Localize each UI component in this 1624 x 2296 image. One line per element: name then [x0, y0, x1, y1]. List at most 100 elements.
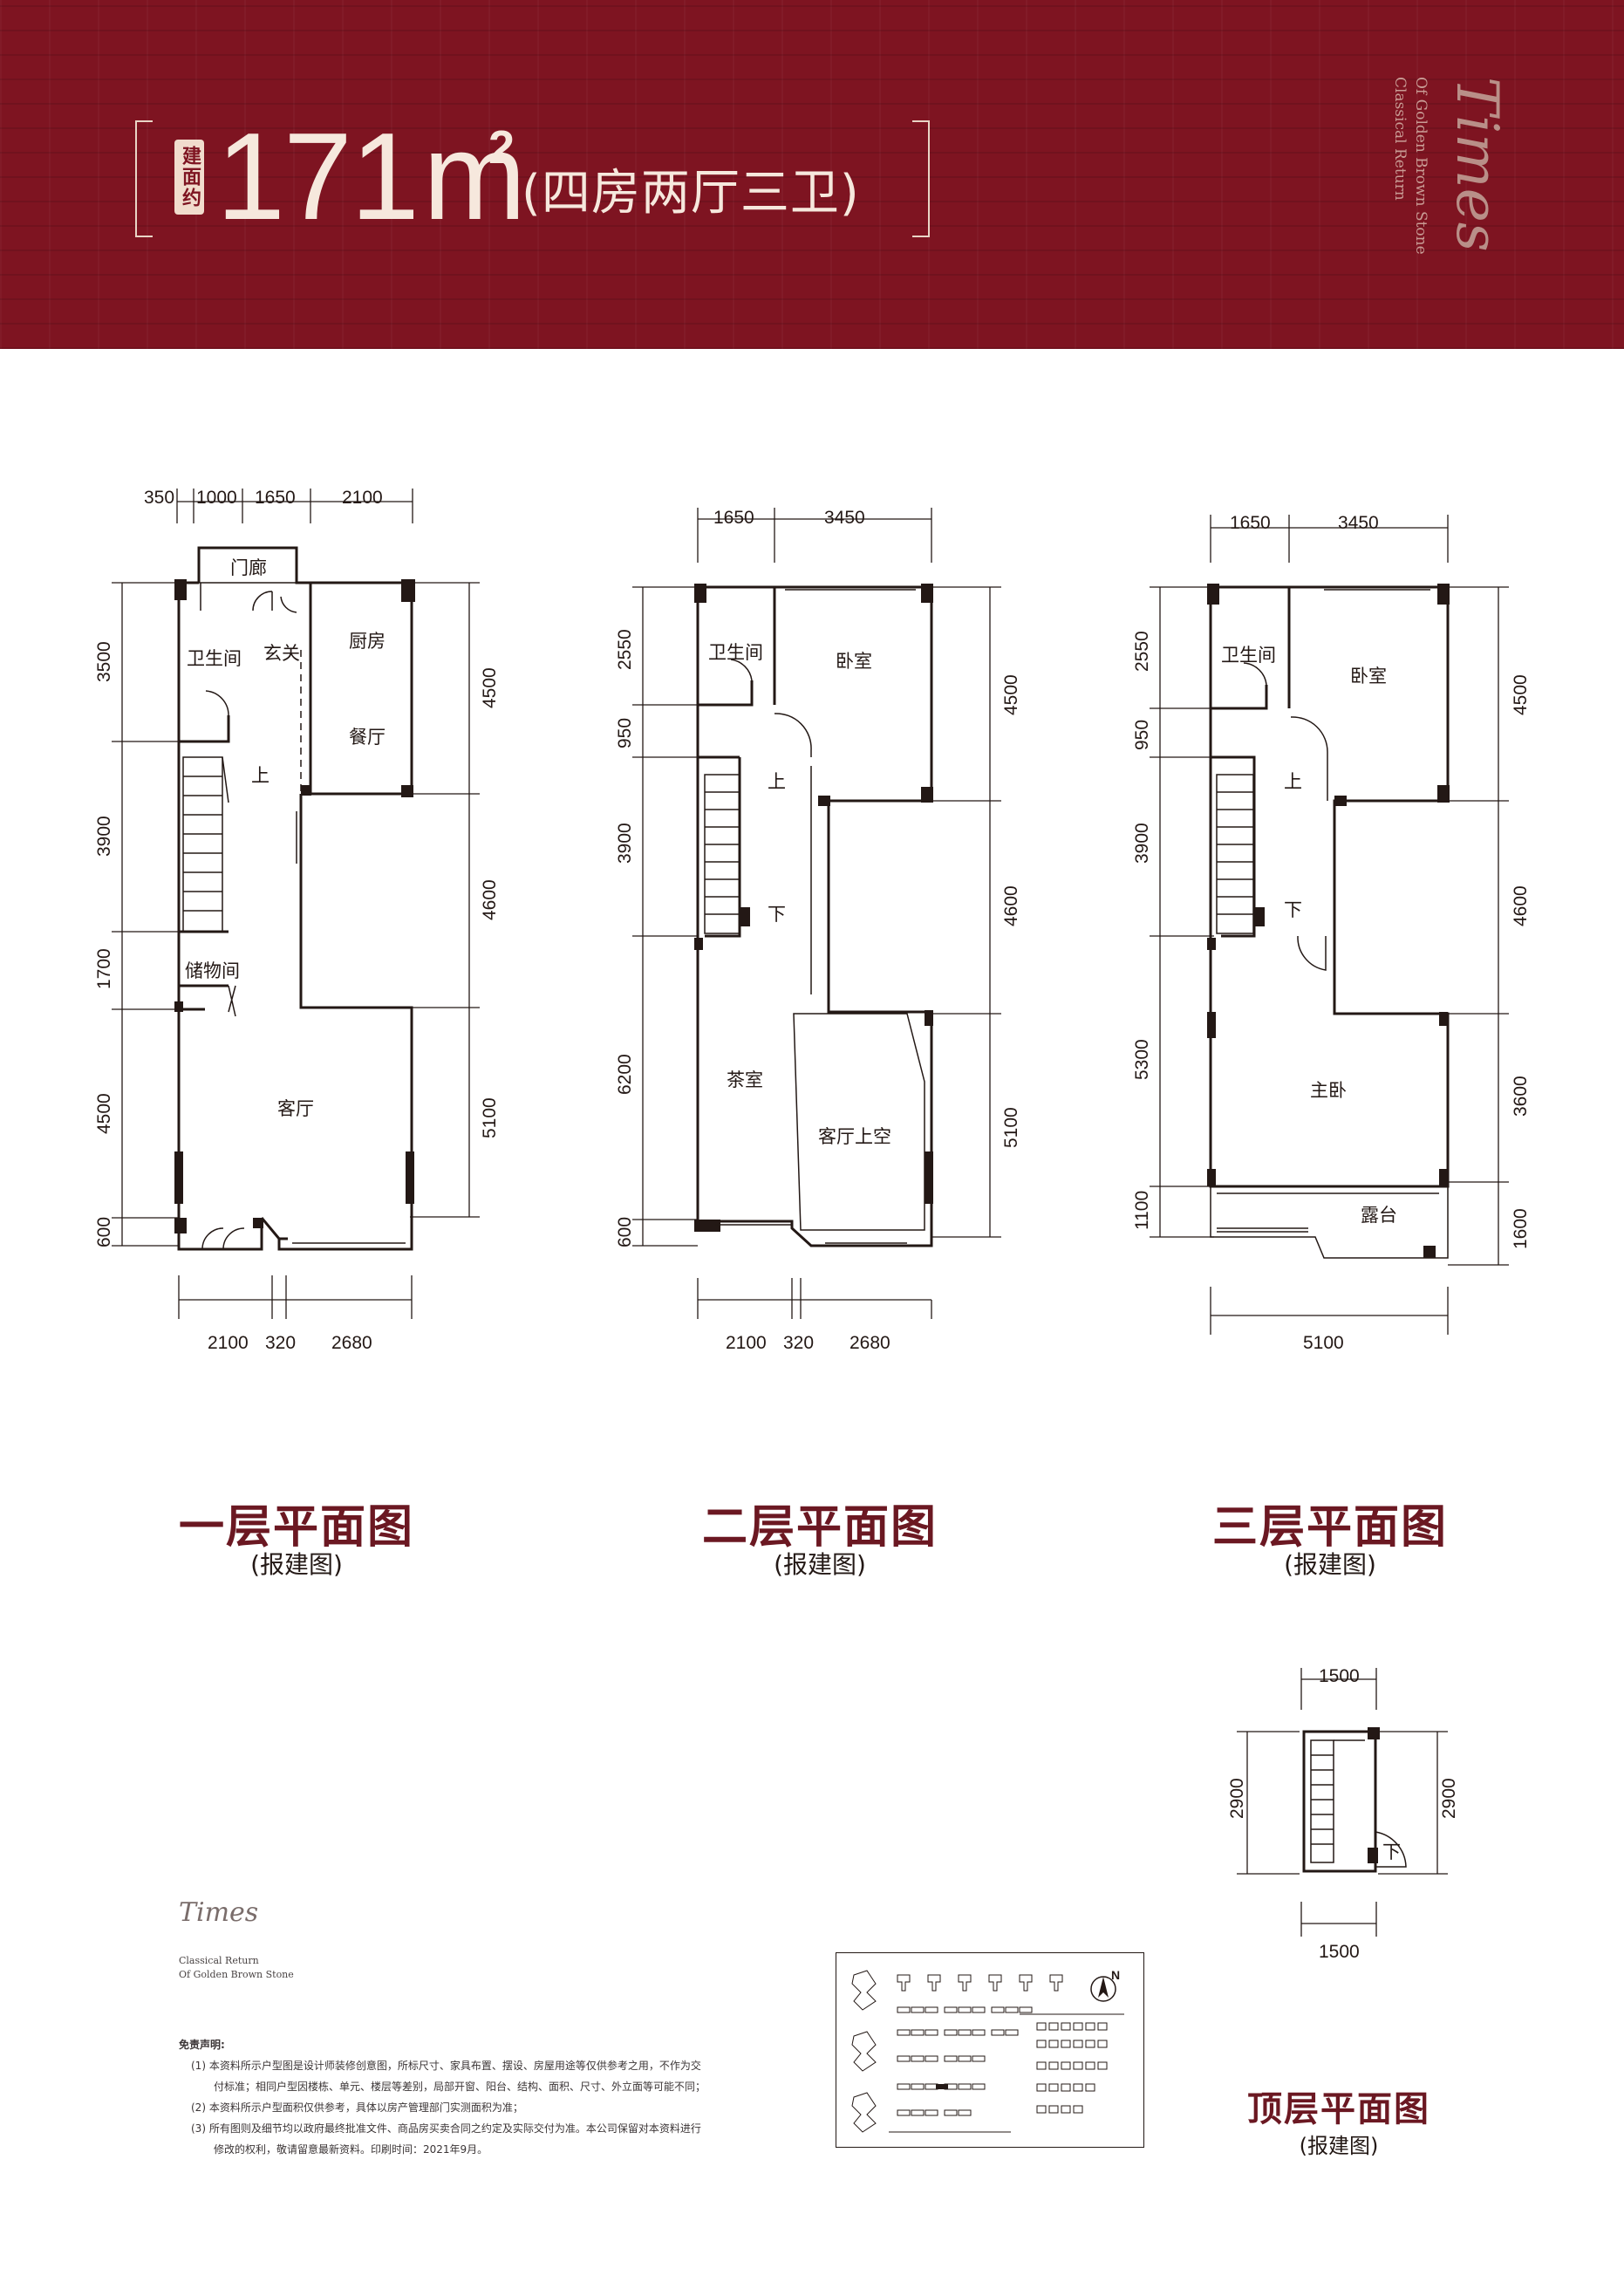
f2-dim-top-1: 1650: [713, 508, 754, 528]
disclaimer-title: 免责声明:: [179, 2039, 225, 2051]
floor3-plan: 1650 3450 2550 950 3900 5300 1100 4500 4…: [1132, 513, 1531, 1353]
f3-dim-right-1: 4500: [1511, 674, 1531, 715]
north-label: N: [1111, 1968, 1121, 1982]
f3-dim-top-1: 1650: [1230, 513, 1271, 533]
disclaimer-item: (2) 本资料所示户型面积仅供参考，具体以房产管理部门实测面积为准；: [191, 2101, 523, 2114]
f3-room-master: 主卧: [1310, 1080, 1347, 1101]
f2-room-bathroom: 卫生间: [708, 642, 763, 663]
f1-room-foyer: 玄关: [263, 643, 300, 664]
floor1-plan: 350 1000 1650 2100 3500 3900 1700 4500 6…: [94, 488, 500, 1353]
f1-dim-top-1: 350: [144, 488, 174, 508]
f3-dim-right-2: 4600: [1511, 885, 1531, 926]
f3-dim-right-3: 3600: [1511, 1076, 1531, 1117]
floor3-subtitle: (报建图): [1284, 1550, 1376, 1579]
brand-block: Classical Return Of Golden Brown Stone T…: [1391, 77, 1513, 277]
area-tag: 建面约: [174, 140, 204, 215]
f1-dim-left-2: 3900: [94, 816, 114, 857]
area-unit-superscript: 2: [488, 121, 515, 174]
f1-dim-top-3: 1650: [255, 488, 296, 508]
f2-dim-right-3: 5100: [1001, 1107, 1021, 1148]
f3-dim-bottom-1: 5100: [1303, 1333, 1344, 1353]
f3-dim-left-2: 950: [1132, 720, 1152, 750]
f2-stair-up: 上: [768, 771, 786, 792]
roof-dim-bottom: 1500: [1319, 1942, 1360, 1962]
right-bracket: [912, 120, 930, 237]
f1-dim-right-3: 5100: [480, 1097, 500, 1138]
f1-dim-left-5: 600: [94, 1217, 114, 1247]
f2-dim-left-2: 950: [615, 718, 635, 748]
f2-dim-left-5: 600: [615, 1217, 635, 1247]
disclaimer-item: (1) 本资料所示户型图是设计师装修创意图，所标尺寸、家具布置、摆设、房屋用途等…: [191, 2060, 701, 2072]
disclaimer: 免责声明: (1) 本资料所示户型图是设计师装修创意图，所标尺寸、家具布置、摆设…: [179, 2034, 789, 2160]
brand-line-2: Of Golden Brown Stone: [1412, 77, 1430, 255]
f3-dim-top-2: 3450: [1338, 513, 1379, 533]
f1-dim-left-4: 4500: [94, 1093, 114, 1134]
footer-brand-line-1: Classical Return: [179, 1955, 259, 1966]
footer-brand: Times Classical Return Of Golden Brown S…: [179, 1897, 294, 1982]
f2-room-bedroom: 卧室: [836, 651, 872, 672]
f3-room-terrace: 露台: [1361, 1205, 1397, 1226]
f1-room-bathroom: 卫生间: [187, 648, 242, 669]
header-banner: 建面约 171 m 2 (四房两厅三卫) Classical Return Of…: [0, 0, 1624, 349]
f3-dim-right-4: 1600: [1511, 1208, 1531, 1249]
f3-stair-down: 下: [1284, 899, 1302, 920]
f3-dim-left-1: 2550: [1132, 631, 1152, 672]
left-bracket: [135, 120, 153, 237]
f3-room-bathroom: 卫生间: [1221, 645, 1276, 666]
f2-dim-bottom-2: 320: [783, 1333, 814, 1353]
f2-stair-down: 下: [768, 904, 786, 925]
f3-dim-left-3: 3900: [1132, 823, 1152, 864]
f3-stair-up: 上: [1284, 771, 1302, 792]
f3-room-bedroom: 卧室: [1350, 666, 1387, 687]
f2-dim-left-4: 6200: [615, 1054, 635, 1095]
footer-brand-line-2: Of Golden Brown Stone: [179, 1969, 294, 1980]
floor2-plan: 1650 3450 2550 950 3900 6200 600 4500 46…: [615, 508, 1021, 1353]
layout-description: (四房两厅三卫): [522, 165, 860, 222]
floor2-subtitle: (报建图): [774, 1550, 866, 1579]
f1-stair-up: 上: [251, 765, 270, 786]
disclaimer-item: 付标准；相同户型因楼栋、单元、楼层等差别，局部开窗、阳台、结构、面积、尺寸、外立…: [214, 2081, 706, 2093]
brand-line-1: Classical Return: [1391, 77, 1409, 201]
roof-stair-down: 下: [1382, 1842, 1401, 1862]
disclaimer-item: 修改的权利，敬请留意最新资料。印刷时间：2021年9月。: [214, 2143, 488, 2156]
f3-dim-left-5: 1100: [1132, 1191, 1152, 1230]
brand-logo: Times: [1443, 77, 1511, 252]
f2-room-tearoom: 茶室: [727, 1069, 763, 1090]
f2-dim-bottom-1: 2100: [726, 1333, 767, 1353]
f2-dim-top-2: 3450: [824, 508, 865, 528]
site-plan-drawing: [851, 1970, 1124, 2133]
floor3-title: 三层平面图: [1211, 1501, 1448, 1554]
f1-room-storage: 储物间: [185, 960, 240, 981]
f1-dim-left-1: 3500: [94, 641, 114, 682]
roof-plan: 1500 2900 2900 1500 下: [1227, 1666, 1459, 1962]
roof-dim-right: 2900: [1439, 1778, 1459, 1819]
roof-dim-top: 1500: [1319, 1666, 1360, 1686]
f1-dim-right-2: 4600: [480, 879, 500, 920]
north-arrow-icon: N: [1088, 1968, 1121, 2005]
floor1-subtitle: (报建图): [250, 1550, 343, 1579]
f1-dim-top-2: 1000: [196, 488, 237, 508]
f1-dim-top-4: 2100: [342, 488, 383, 508]
f2-dim-left-1: 2550: [615, 629, 635, 670]
north-arrow-svg: [1090, 1976, 1116, 2002]
site-plan-thumbnail: [836, 1952, 1144, 2148]
roof-dim-left: 2900: [1227, 1778, 1247, 1819]
floor2-title: 二层平面图: [701, 1501, 938, 1554]
f1-dim-left-3: 1700: [94, 948, 114, 989]
f1-room-kitchen: 厨房: [349, 631, 386, 652]
f3-dim-left-4: 5300: [1132, 1039, 1152, 1080]
footer-brand-logo: Times: [179, 1897, 259, 1928]
f2-dim-bottom-3: 2680: [850, 1333, 890, 1353]
area-unit: m: [423, 107, 527, 246]
f1-room-porch: 门廊: [230, 557, 267, 578]
site-plan-highlight: [936, 2084, 948, 2089]
area-number: 171: [216, 107, 420, 246]
f2-room-double-height: 客厅上空: [818, 1126, 891, 1147]
roof-subtitle: (报建图): [1299, 2134, 1379, 2158]
f1-dim-bottom-1: 2100: [208, 1333, 249, 1353]
f2-dim-left-3: 3900: [615, 823, 635, 864]
f1-room-living: 客厅: [277, 1098, 314, 1119]
floor1-title: 一层平面图: [178, 1501, 414, 1554]
roof-title: 顶层平面图: [1247, 2089, 1430, 2129]
